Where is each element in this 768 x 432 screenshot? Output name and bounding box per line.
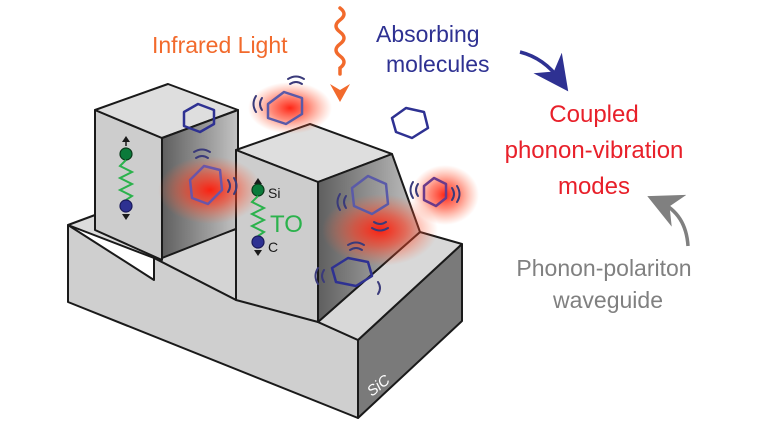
coupled-modes-label-line3: modes <box>558 173 630 200</box>
glow-top <box>248 82 332 134</box>
to-mode-label: TO <box>270 211 303 238</box>
spring <box>249 195 267 237</box>
spring <box>117 159 135 201</box>
absorbing-molecules <box>182 75 461 295</box>
absorbing-molecules-label-line1: Absorbing <box>376 21 480 47</box>
si-atom <box>119 147 133 161</box>
glow-left-channel <box>158 156 262 224</box>
coupled-mode-glow <box>158 82 479 266</box>
molecule-hexagon <box>188 164 224 206</box>
molecule-hexagon <box>266 90 304 126</box>
si-label: Si <box>268 185 280 201</box>
to-mode-left <box>117 136 135 220</box>
coupled-modes-label-line2: phonon-vibration <box>505 137 684 164</box>
waveguide-arrow <box>647 194 690 247</box>
molecule-hexagon <box>182 102 216 134</box>
arrowhead <box>122 214 130 220</box>
molecule-hexagon <box>350 174 390 216</box>
infrared-light-label: Infrared Light <box>152 32 288 58</box>
infrared-light-arrow <box>330 6 350 102</box>
infrared-arrowhead <box>330 84 350 102</box>
waveguide-label-line1: Phonon-polariton <box>516 255 691 281</box>
to-mode-right: Si TO C <box>249 178 303 256</box>
arrowhead <box>254 250 262 256</box>
arrowhead <box>122 136 130 142</box>
absorbing-molecules-label-line2: molecules <box>386 51 490 77</box>
arrowhead <box>254 178 262 184</box>
c-label: C <box>268 239 278 255</box>
molecule-hexagon <box>330 256 374 288</box>
molecule-hexagon <box>390 106 430 140</box>
c-atom <box>119 199 133 213</box>
waveguide-label-line2: waveguide <box>552 287 663 313</box>
vibration-arcs <box>193 75 461 295</box>
molecule-hexagon <box>422 176 448 208</box>
infrared-wave <box>334 6 346 76</box>
si-atom <box>251 183 265 197</box>
absorbing-molecules-arrow <box>519 50 569 92</box>
c-atom <box>251 235 265 249</box>
coupled-modes-label-line1: Coupled <box>549 101 638 128</box>
